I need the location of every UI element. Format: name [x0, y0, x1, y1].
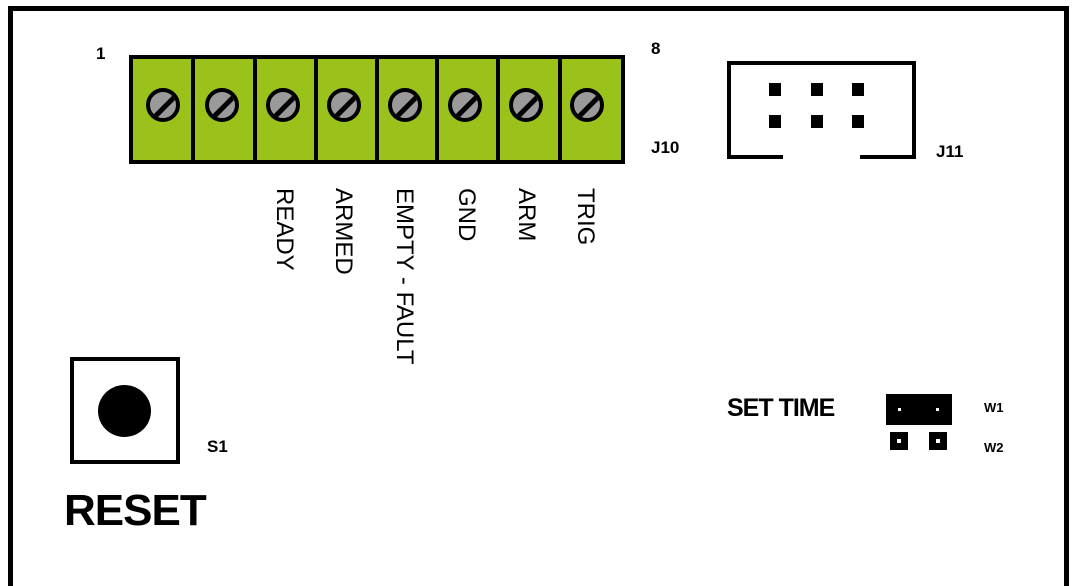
screw-terminal-5[interactable] — [388, 88, 422, 122]
screw-terminal-4[interactable] — [327, 88, 361, 122]
jumper-pin-w2[interactable] — [890, 432, 908, 450]
label-empty-fault: EMPTY - FAULT — [391, 188, 418, 365]
screw-terminal-1[interactable] — [146, 88, 180, 122]
terminal-divider — [558, 59, 562, 160]
label-ready: READY — [271, 188, 298, 271]
label-trig: TRIG — [572, 188, 599, 246]
pin-8-label: 8 — [651, 39, 661, 58]
reset-label: RESET — [64, 486, 207, 535]
w1-label: W1 — [984, 400, 1004, 415]
label-arm: ARM — [513, 188, 540, 242]
j10-ref-label: J10 — [651, 138, 680, 157]
terminal-divider — [375, 59, 379, 160]
terminal-divider — [253, 59, 257, 160]
board-outline — [8, 6, 1069, 586]
s1-ref-label: S1 — [207, 437, 228, 456]
header-pin — [852, 115, 864, 128]
header-pin — [769, 83, 781, 96]
header-pin — [811, 83, 823, 96]
label-armed: ARMED — [330, 188, 357, 275]
header-pin — [811, 115, 823, 128]
screw-terminal-3[interactable] — [266, 88, 300, 122]
screw-terminal-8[interactable] — [570, 88, 604, 122]
j11-ref-label: J11 — [936, 142, 964, 161]
reset-switch[interactable] — [70, 357, 180, 464]
header-pin — [852, 83, 864, 96]
label-gnd: GND — [453, 188, 480, 242]
terminal-block-j10 — [129, 55, 625, 164]
terminal-divider — [435, 59, 439, 160]
screw-terminal-7[interactable] — [509, 88, 543, 122]
jumper-pin-w2[interactable] — [929, 432, 947, 450]
pin-1-label: 1 — [96, 44, 106, 63]
screw-terminal-2[interactable] — [205, 88, 239, 122]
terminal-divider — [191, 59, 195, 160]
set-time-label: SET TIME — [727, 394, 835, 422]
terminal-divider — [314, 59, 318, 160]
terminal-divider — [496, 59, 500, 160]
header-j11 — [727, 61, 916, 159]
header-pin — [769, 115, 781, 128]
reset-button-icon[interactable] — [98, 385, 151, 437]
screw-terminal-6[interactable] — [448, 88, 482, 122]
jumper-cap-w1[interactable] — [886, 394, 952, 425]
w2-label: W2 — [984, 440, 1004, 455]
